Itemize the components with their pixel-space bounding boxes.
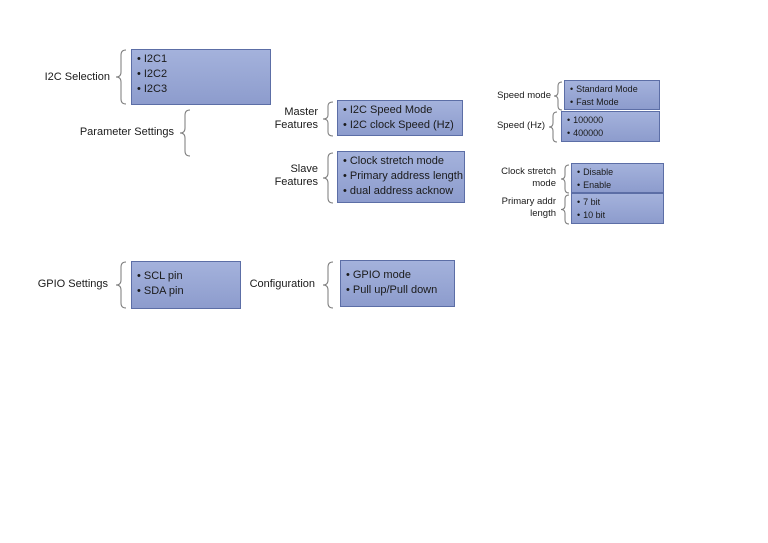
list-item[interactable]: Fast Mode [570, 96, 654, 109]
list-item[interactable]: Pull up/Pull down [346, 283, 449, 298]
i2c-selection-label: I2C Selection [44, 71, 110, 83]
parameter-settings-brace [179, 109, 191, 157]
list-item[interactable]: Standard Mode [570, 83, 654, 96]
speed-mode-brace [553, 81, 563, 111]
list-item[interactable]: I2C1 [137, 52, 265, 67]
configuration-brace [322, 261, 334, 309]
list-item[interactable]: Clock stretch mode [343, 154, 459, 169]
list-item[interactable]: I2C3 [137, 82, 265, 97]
speed-mode-label: Speed mode [497, 90, 551, 101]
list-item[interactable]: SCL pin [137, 269, 235, 284]
master-features-label: Master Features [274, 106, 318, 131]
configuration-box: GPIO mode Pull up/Pull down [340, 260, 455, 307]
speed-hz-label: Speed (Hz) [496, 120, 545, 131]
list-item[interactable]: 100000 [567, 114, 654, 127]
list-item[interactable]: 7 bit [577, 196, 658, 209]
primary-addr-length-label: Primary addr length [501, 196, 556, 219]
list-item[interactable]: SDA pin [137, 284, 235, 299]
slave-features-brace [322, 152, 334, 204]
speed-hz-box: 100000 400000 [561, 111, 660, 142]
list-item[interactable]: GPIO mode [346, 268, 449, 283]
list-item[interactable]: 10 bit [577, 209, 658, 222]
list-item[interactable]: I2C2 [137, 67, 265, 82]
gpio-settings-label: GPIO Settings [37, 278, 108, 290]
clock-stretch-mode-brace [560, 164, 570, 194]
slave-features-box: Clock stretch mode Primary address lengt… [337, 151, 465, 203]
primary-addr-length-box: 7 bit 10 bit [571, 193, 664, 224]
configuration-label: Configuration [249, 278, 315, 290]
master-features-box: I2C Speed Mode I2C clock Speed (Hz) [337, 100, 463, 136]
master-features-brace [322, 101, 334, 137]
list-item[interactable]: Disable [577, 166, 658, 179]
list-item[interactable]: I2C clock Speed (Hz) [343, 118, 457, 133]
list-item[interactable]: Primary address length [343, 169, 463, 184]
list-item[interactable]: dual address acknow [343, 184, 459, 199]
speed-mode-box: Standard Mode Fast Mode [564, 80, 660, 110]
parameter-settings-label: Parameter Settings [79, 126, 174, 138]
speed-hz-brace [548, 111, 558, 143]
list-item[interactable]: Enable [577, 179, 658, 192]
primary-addr-length-brace [560, 194, 570, 225]
slave-features-label: Slave Features [274, 163, 318, 188]
gpio-settings-brace [115, 261, 127, 309]
i2c-selection-box: I2C1 I2C2 I2C3 [131, 49, 271, 105]
i2c-selection-brace [115, 49, 127, 105]
clock-stretch-mode-box: Disable Enable [571, 163, 664, 193]
gpio-settings-box: SCL pin SDA pin [131, 261, 241, 309]
clock-stretch-mode-label: Clock stretch mode [501, 166, 556, 189]
list-item[interactable]: 400000 [567, 127, 654, 140]
list-item[interactable]: I2C Speed Mode [343, 103, 457, 118]
